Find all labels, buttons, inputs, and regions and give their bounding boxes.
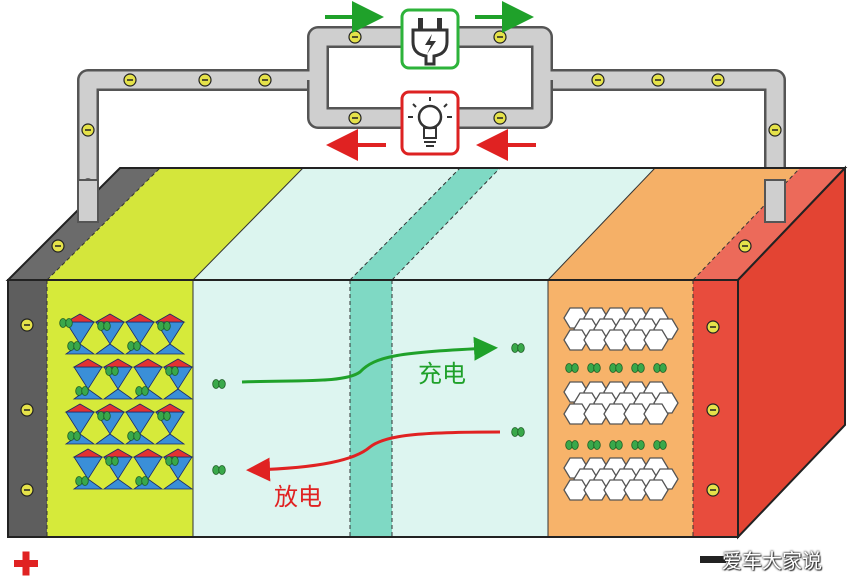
charge-ion-flow-arrow [241, 336, 498, 384]
electrolyte-left [193, 280, 350, 537]
electron-icon [348, 111, 362, 125]
electron-icon [258, 73, 272, 87]
discharge-ion-flow-arrow [246, 430, 501, 482]
electron-icon [711, 73, 725, 87]
discharge-label: 放电 [274, 483, 322, 511]
electron-icon [493, 111, 507, 125]
anode-graphite-layers [563, 307, 679, 501]
electrolyte-right [392, 280, 548, 537]
electron-icon [651, 73, 665, 87]
charge-label: 充电 [418, 360, 466, 388]
electron-icon [493, 30, 507, 44]
electron-icon [123, 73, 137, 87]
watermark: 爱车大家说 [722, 549, 822, 573]
cathode-crystal-structure [59, 313, 194, 490]
negative-terminal-mark [700, 556, 726, 563]
power-plug-icon [400, 8, 460, 70]
separator [350, 280, 392, 537]
battery-top-face [5, 167, 848, 281]
electron-icon [81, 123, 95, 137]
electron-icon [768, 123, 782, 137]
electron-icon [198, 73, 212, 87]
electron-icon [348, 30, 362, 44]
electron-icon [591, 73, 605, 87]
positive-terminal-mark [14, 551, 38, 576]
light-bulb-icon [400, 90, 460, 156]
